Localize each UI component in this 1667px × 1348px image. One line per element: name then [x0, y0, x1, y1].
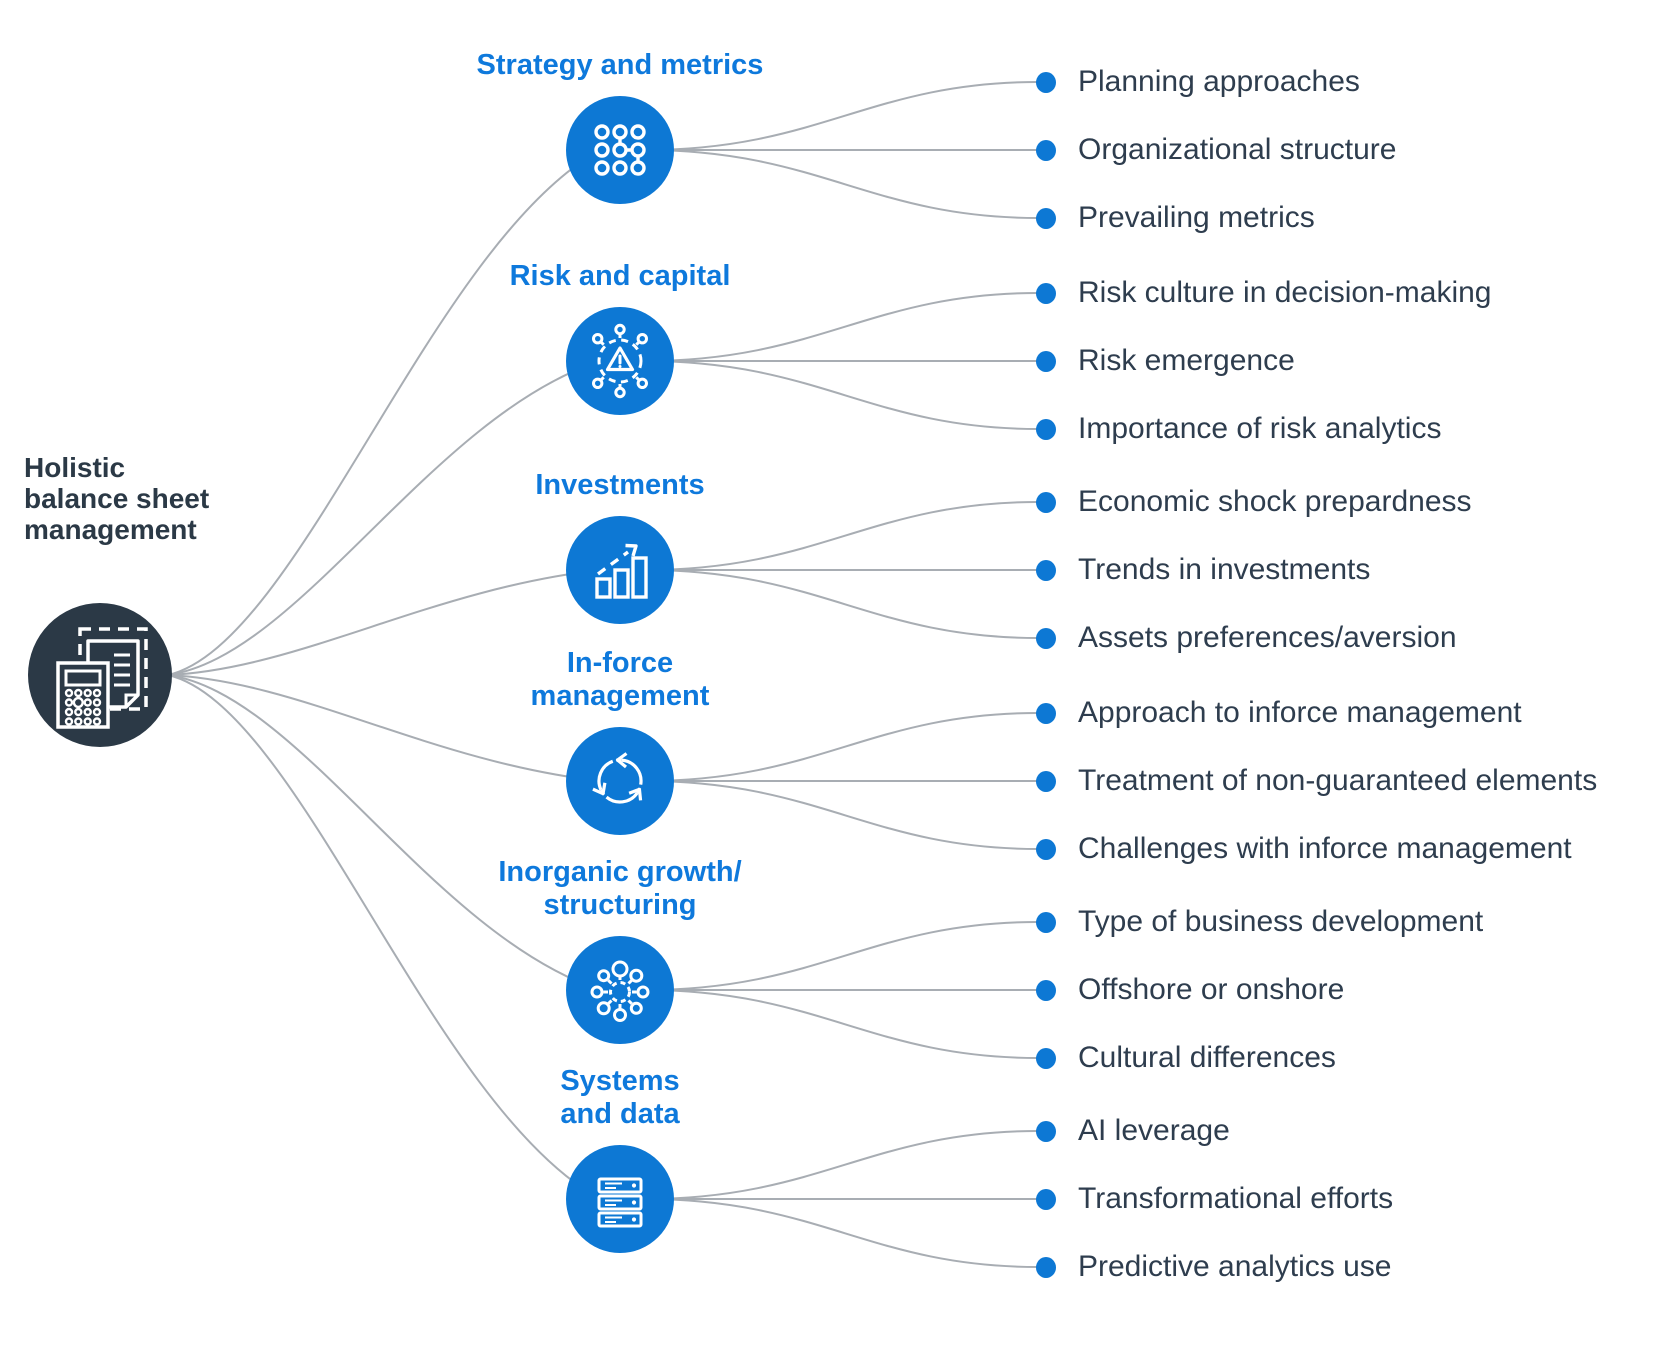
- leaf-item: Offshore or onshore: [1036, 972, 1344, 1008]
- bullet-icon: [1036, 71, 1056, 93]
- leaf-label: Type of business development: [1078, 905, 1484, 938]
- cycle-arrows-icon: [592, 752, 643, 804]
- leaf-item: Predictive analytics use: [1036, 1249, 1391, 1285]
- growth-chart-arrow-icon: [595, 543, 648, 599]
- leaf-item: Transformational efforts: [1036, 1181, 1393, 1217]
- connector-branch-leaf: [644, 569, 1039, 639]
- connector-root-branch: [167, 569, 601, 676]
- connector-branch-leaf: [644, 81, 1039, 151]
- root-node: [28, 603, 172, 747]
- bullet-icon: [1036, 627, 1056, 649]
- bullet-icon: [1036, 1256, 1056, 1278]
- leaf-item: Risk emergence: [1036, 343, 1295, 379]
- root-title: Holistic balance sheet management: [24, 452, 210, 545]
- leaf-item: Approach to inforce management: [1036, 695, 1522, 731]
- leaf-label: Transformational efforts: [1078, 1182, 1394, 1215]
- bullet-icon: [1036, 979, 1056, 1001]
- leaf-item: Challenges with inforce management: [1036, 831, 1572, 867]
- bullet-icon: [1036, 207, 1056, 229]
- connector-branch-leaf: [644, 360, 1039, 430]
- leaf-label: Importance of risk analytics: [1078, 412, 1442, 445]
- connector-branch-leaf: [644, 921, 1039, 991]
- branch-label-systems-and-data: Systems and data: [560, 1065, 680, 1130]
- leaf-label: Risk emergence: [1078, 344, 1295, 377]
- leaf-item: Prevailing metrics: [1036, 200, 1315, 236]
- branch-label-in-force-management: In-force management: [530, 647, 710, 712]
- leaf-label: Trends in investments: [1078, 553, 1371, 586]
- leaf-label: Offshore or onshore: [1078, 973, 1345, 1006]
- leaf-label: Risk culture in decision-making: [1078, 276, 1492, 309]
- hub-spoke-network-icon: [590, 960, 650, 1022]
- leaf-item: Organizational structure: [1036, 132, 1397, 168]
- connector-root-branch: [167, 149, 601, 676]
- branch-node-inorganic-growth-structuring: [566, 936, 674, 1044]
- bullet-icon: [1036, 1120, 1056, 1142]
- bullet-icon: [1036, 350, 1056, 372]
- branch-node-investments: [566, 516, 674, 624]
- server-data-icon: [597, 1177, 643, 1228]
- branch-node-in-force-management: [566, 727, 674, 835]
- leaf-item: Risk culture in decision-making: [1036, 275, 1492, 311]
- branch-node-systems-and-data: [566, 1145, 674, 1253]
- connector-branch-leaf: [644, 501, 1039, 571]
- leaf-label: Organizational structure: [1078, 133, 1397, 166]
- connector-root-branch: [167, 674, 601, 991]
- bullet-icon: [1036, 702, 1056, 724]
- leaf-item: Type of business development: [1036, 904, 1483, 940]
- leaf-label: Assets preferences/aversion: [1078, 621, 1457, 654]
- leaf-item: Economic shock prepardness: [1036, 484, 1472, 520]
- bullet-icon: [1036, 1047, 1056, 1069]
- leaf-label: Challenges with inforce management: [1078, 832, 1572, 865]
- leaf-label: Planning approaches: [1078, 65, 1360, 98]
- grid-dots-path-icon: [594, 124, 646, 176]
- bullet-icon: [1036, 911, 1056, 933]
- bullet-icon: [1036, 559, 1056, 581]
- calculator-documents-icon: [56, 627, 148, 729]
- connector-branch-leaf: [644, 780, 1039, 850]
- branch-node-strategy-and-metrics: [566, 96, 674, 204]
- leaf-label: Economic shock prepardness: [1078, 485, 1472, 518]
- connector-root-branch: [167, 674, 601, 1200]
- leaf-label: Predictive analytics use: [1078, 1250, 1392, 1283]
- connector-branch-leaf: [644, 1198, 1039, 1268]
- leaf-item: Trends in investments: [1036, 552, 1370, 588]
- bullet-icon: [1036, 1188, 1056, 1210]
- leaf-item: Assets preferences/aversion: [1036, 620, 1457, 656]
- connector-branch-leaf: [644, 1130, 1039, 1200]
- bullet-icon: [1036, 139, 1056, 161]
- branch-node-risk-and-capital: [566, 307, 674, 415]
- leaf-label: AI leverage: [1078, 1114, 1230, 1147]
- leaf-item: Importance of risk analytics: [1036, 411, 1441, 447]
- branch-label-strategy-and-metrics: Strategy and metrics: [476, 49, 764, 81]
- bullet-icon: [1036, 282, 1056, 304]
- branch-label-inorganic-growth-structuring: Inorganic growth/ structuring: [498, 856, 742, 921]
- connector-branch-leaf: [644, 989, 1039, 1059]
- leaf-label: Cultural differences: [1078, 1041, 1336, 1074]
- bullet-icon: [1036, 770, 1056, 792]
- leaf-label: Approach to inforce management: [1078, 696, 1522, 729]
- connector-root-branch: [167, 674, 601, 782]
- risk-alert-network-icon: [592, 323, 649, 399]
- connector-branch-leaf: [644, 712, 1039, 782]
- connector-root-branch: [167, 360, 601, 676]
- bullet-icon: [1036, 838, 1056, 860]
- leaf-label: Treatment of non-guaranteed elements: [1078, 764, 1598, 797]
- branch-label-investments: Investments: [535, 469, 705, 501]
- connector-branch-leaf: [644, 292, 1039, 362]
- bullet-icon: [1036, 418, 1056, 440]
- leaf-item: Treatment of non-guaranteed elements: [1036, 763, 1597, 799]
- leaf-item: Planning approaches: [1036, 64, 1360, 100]
- branch-label-risk-and-capital: Risk and capital: [509, 260, 731, 292]
- connector-branch-leaf: [644, 149, 1039, 219]
- bullet-icon: [1036, 491, 1056, 513]
- leaf-label: Prevailing metrics: [1078, 201, 1315, 234]
- leaf-item: AI leverage: [1036, 1113, 1230, 1149]
- leaf-item: Cultural differences: [1036, 1040, 1336, 1076]
